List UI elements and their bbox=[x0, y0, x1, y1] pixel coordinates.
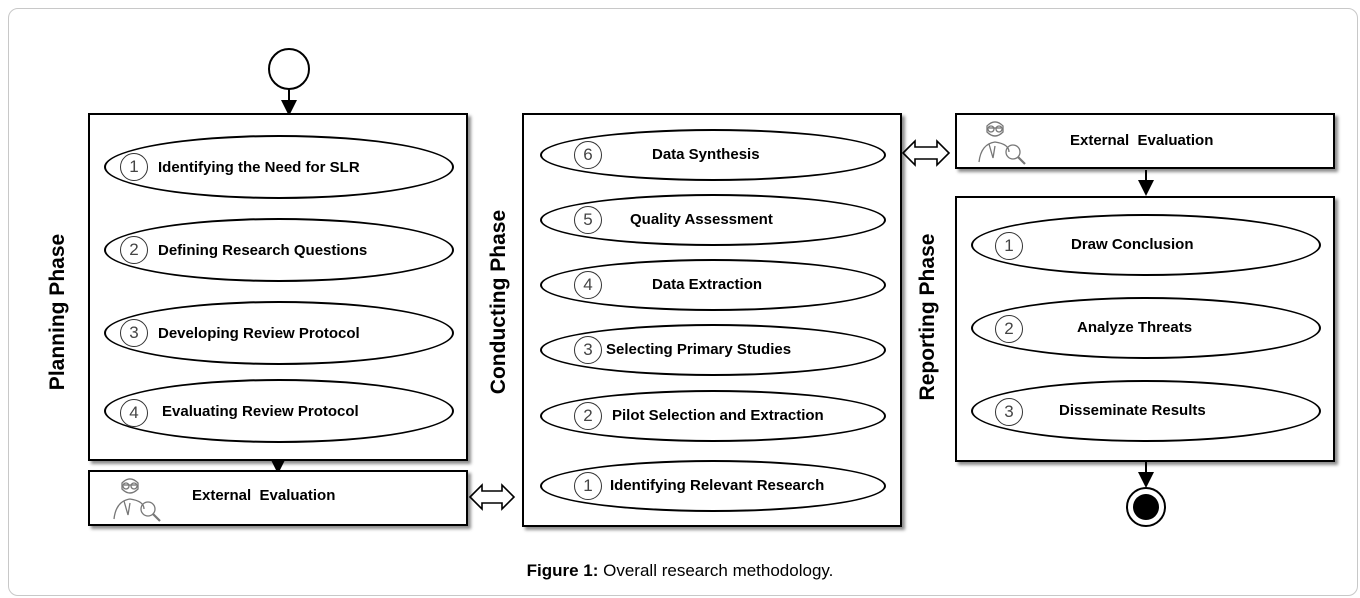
double-arrow-bottom bbox=[468, 483, 516, 511]
step-number: 2 bbox=[120, 236, 148, 264]
external-evaluation-label: External Evaluation bbox=[1070, 132, 1214, 149]
caption-text: Overall research methodology. bbox=[598, 561, 834, 580]
double-arrow-top bbox=[901, 139, 951, 167]
caption-prefix: Figure 1: bbox=[526, 561, 599, 580]
reporting-step-3: 3 Disseminate Results bbox=[971, 380, 1321, 442]
step-label: Identifying Relevant Research bbox=[610, 477, 825, 494]
planning-step-4: 4 Evaluating Review Protocol bbox=[104, 379, 454, 443]
step-label: Data Synthesis bbox=[652, 146, 760, 163]
external-evaluation-right: External Evaluation bbox=[955, 113, 1335, 169]
step-label: Draw Conclusion bbox=[1071, 236, 1194, 253]
planning-step-3: 3 Developing Review Protocol bbox=[104, 301, 454, 365]
figure-caption: Figure 1: Overall research methodology. bbox=[0, 561, 1360, 581]
reviewer-magnifier-icon bbox=[113, 478, 161, 522]
conducting-step-2: 2 Pilot Selection and Extraction bbox=[540, 390, 886, 442]
step-number: 2 bbox=[995, 315, 1023, 343]
step-label: Developing Review Protocol bbox=[158, 325, 360, 342]
step-number: 4 bbox=[120, 399, 148, 427]
step-number: 3 bbox=[574, 336, 602, 364]
step-label: Pilot Selection and Extraction bbox=[612, 407, 824, 424]
step-label: Defining Research Questions bbox=[158, 242, 368, 259]
step-label: Quality Assessment bbox=[630, 211, 773, 228]
conducting-step-5: 5 Quality Assessment bbox=[540, 194, 886, 246]
reporting-step-2: 2 Analyze Threats bbox=[971, 297, 1321, 359]
planning-step-2: 2 Defining Research Questions bbox=[104, 218, 454, 282]
conducting-step-6: 6 Data Synthesis bbox=[540, 129, 886, 181]
step-number: 6 bbox=[574, 141, 602, 169]
planning-phase-box: 1 Identifying the Need for SLR 2 Definin… bbox=[88, 113, 468, 461]
conducting-phase-box: 6 Data Synthesis 5 Quality Assessment 4 … bbox=[522, 113, 902, 527]
conducting-phase-label: Conducting Phase bbox=[487, 209, 510, 395]
step-number: 1 bbox=[574, 472, 602, 500]
reporting-phase-label: Reporting Phase bbox=[916, 233, 939, 401]
step-number: 1 bbox=[120, 153, 148, 181]
conducting-step-1: 1 Identifying Relevant Research bbox=[540, 460, 886, 512]
reporting-step-1: 1 Draw Conclusion bbox=[971, 214, 1321, 276]
step-label: Selecting Primary Studies bbox=[606, 341, 792, 358]
figure-frame bbox=[8, 8, 1358, 596]
reporting-phase-box: 1 Draw Conclusion 2 Analyze Threats 3 Di… bbox=[955, 196, 1335, 462]
start-node bbox=[268, 48, 310, 90]
planning-step-1: 1 Identifying the Need for SLR bbox=[104, 135, 454, 199]
step-label: Evaluating Review Protocol bbox=[162, 403, 359, 420]
step-label: Data Extraction bbox=[652, 276, 763, 293]
step-number: 5 bbox=[574, 206, 602, 234]
planning-phase-label: Planning Phase bbox=[46, 233, 69, 391]
step-label: Identifying the Need for SLR bbox=[158, 159, 360, 176]
step-number: 2 bbox=[574, 402, 602, 430]
step-label: Disseminate Results bbox=[1059, 402, 1206, 419]
step-number: 1 bbox=[995, 232, 1023, 260]
step-number: 4 bbox=[574, 271, 602, 299]
step-label: Analyze Threats bbox=[1077, 319, 1193, 336]
step-number: 3 bbox=[995, 398, 1023, 426]
external-evaluation-left: External Evaluation bbox=[88, 470, 468, 526]
step-number: 3 bbox=[120, 319, 148, 347]
conducting-step-4: 4 Data Extraction bbox=[540, 259, 886, 311]
external-evaluation-label: External Evaluation bbox=[192, 487, 336, 504]
reviewer-magnifier-icon bbox=[978, 121, 1026, 165]
conducting-step-3: 3 Selecting Primary Studies bbox=[540, 324, 886, 376]
